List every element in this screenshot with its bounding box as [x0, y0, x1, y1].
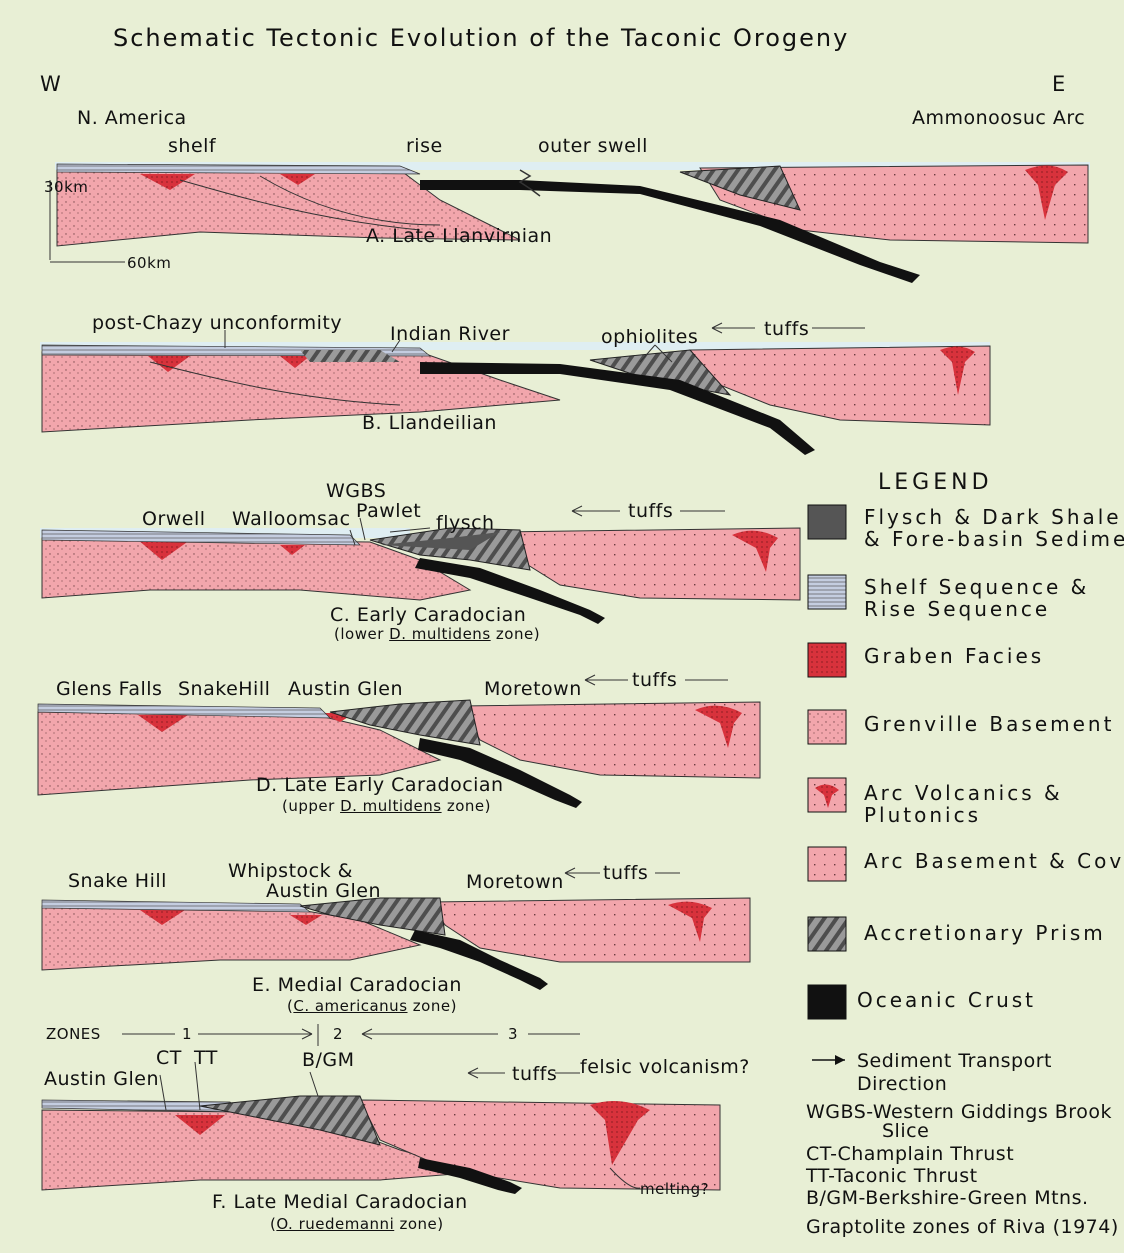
label-felsic-volcanism: felsic volcanism? — [580, 1056, 750, 1078]
label-outer-swell: outer swell — [538, 135, 648, 157]
zones-label: ZONES — [46, 1025, 101, 1043]
label-wgbs: WGBS — [326, 480, 386, 502]
caption-a: A. Late Llanvirnian — [366, 225, 552, 247]
label-tt: TT — [194, 1047, 218, 1069]
legend-swatches — [808, 505, 846, 1065]
abbrev-bgm: B/GM-Berkshire-Green Mtns. — [806, 1187, 1089, 1209]
label-pawlet: Pawlet — [356, 500, 421, 522]
caption-c: C. Early Caradocian — [330, 604, 526, 626]
zone-1: 1 — [182, 1025, 192, 1043]
caption-e: E. Medial Caradocian — [252, 974, 462, 996]
label-tuffs-f: tuffs — [512, 1063, 557, 1085]
label-snakehill-d: SnakeHill — [178, 678, 270, 700]
legend-heading: LEGEND — [878, 470, 993, 495]
legend-graben: Graben Facies — [864, 645, 1044, 667]
label-shelf: shelf — [168, 135, 216, 157]
subcaption-e: (C. americanus zone) — [287, 997, 457, 1015]
label-austin-glen-e: Austin Glen — [266, 880, 381, 902]
swatch-oceanic — [808, 985, 846, 1019]
abbrev-ct: CT-Champlain Thrust — [806, 1143, 1014, 1165]
zone-2: 2 — [333, 1025, 343, 1043]
label-tuffs-c: tuffs — [628, 500, 673, 522]
legend-oceanic: Oceanic Crust — [857, 989, 1036, 1011]
label-ct: CT — [156, 1047, 182, 1069]
caption-d: D. Late Early Caradocian — [256, 774, 504, 796]
label-flysch: flysch — [436, 512, 495, 534]
legend-shelf: Shelf Sequence &Rise Sequence — [864, 576, 1089, 620]
swatch-graben — [808, 643, 846, 677]
label-melting: melting? — [640, 1180, 709, 1198]
compass-east: E — [1052, 72, 1066, 96]
legend-transport-1: Sediment Transport — [857, 1050, 1052, 1072]
label-indian-river: Indian River — [390, 323, 510, 345]
label-tuffs-d: tuffs — [632, 669, 677, 691]
abbrev-tt: TT-Taconic Thrust — [806, 1165, 978, 1187]
abbrev-riva: Graptolite zones of Riva (1974) — [806, 1216, 1119, 1238]
scale-horizontal: 60km — [127, 254, 171, 272]
label-post-chazy: post-Chazy unconformity — [92, 312, 342, 334]
swatch-shelf — [808, 575, 846, 609]
label-rise: rise — [406, 135, 443, 157]
label-austin-glen-d: Austin Glen — [288, 678, 403, 700]
section-a — [50, 162, 1090, 283]
legend-arc-basement: Arc Basement & Cover — [864, 850, 1124, 872]
label-snake-hill-e: Snake Hill — [68, 870, 167, 892]
legend-grenville: Grenville Basement — [864, 713, 1114, 735]
subcaption-d: (upper D. multidens zone) — [282, 797, 491, 815]
compass-west: W — [40, 72, 61, 96]
abbrev-wgbs: WGBS-Western Giddings Brook — [806, 1101, 1112, 1123]
label-austin-glen-f: Austin Glen — [44, 1068, 159, 1090]
zone-3: 3 — [508, 1025, 518, 1043]
label-ammonoosuc-arc: Ammonoosuc Arc — [912, 107, 1085, 129]
label-moretown-e: Moretown — [466, 871, 564, 893]
swatch-arc-volcanics — [808, 778, 846, 812]
subcaption-c: (lower D. multidens zone) — [334, 625, 540, 643]
label-north-america: N. America — [77, 107, 187, 129]
label-walloomsac: Walloomsac — [232, 508, 351, 530]
caption-f: F. Late Medial Caradocian — [212, 1191, 468, 1213]
label-tuffs-b: tuffs — [764, 318, 809, 340]
swatch-flysch — [808, 505, 846, 539]
swatch-grenville — [808, 710, 846, 744]
subcaption-f: (O. ruedemanni zone) — [270, 1215, 444, 1233]
legend-transport-2: Direction — [857, 1073, 947, 1095]
label-whipstock: Whipstock & — [228, 860, 353, 882]
swatch-prism — [808, 917, 846, 951]
label-moretown-d: Moretown — [484, 678, 582, 700]
label-orwell: Orwell — [142, 508, 206, 530]
swatch-arc-basement — [808, 847, 846, 881]
scale-vertical: 30km — [44, 178, 88, 196]
label-bgm: B/GM — [302, 1049, 355, 1071]
abbrev-wgbs-2: Slice — [882, 1120, 929, 1142]
diagram-title: Schematic Tectonic Evolution of the Taco… — [113, 24, 849, 52]
legend-prism: Accretionary Prism — [864, 922, 1106, 944]
label-tuffs-e: tuffs — [603, 862, 648, 884]
legend-arc-volcanics: Arc Volcanics &Plutonics — [864, 782, 1063, 826]
label-ophiolites: ophiolites — [601, 326, 698, 348]
section-b — [40, 323, 990, 455]
legend-flysch: Flysch & Dark Shale& Fore-basin Sediment… — [864, 506, 1124, 550]
caption-b: B. Llandeilian — [362, 412, 497, 434]
label-glens-falls: Glens Falls — [56, 678, 162, 700]
